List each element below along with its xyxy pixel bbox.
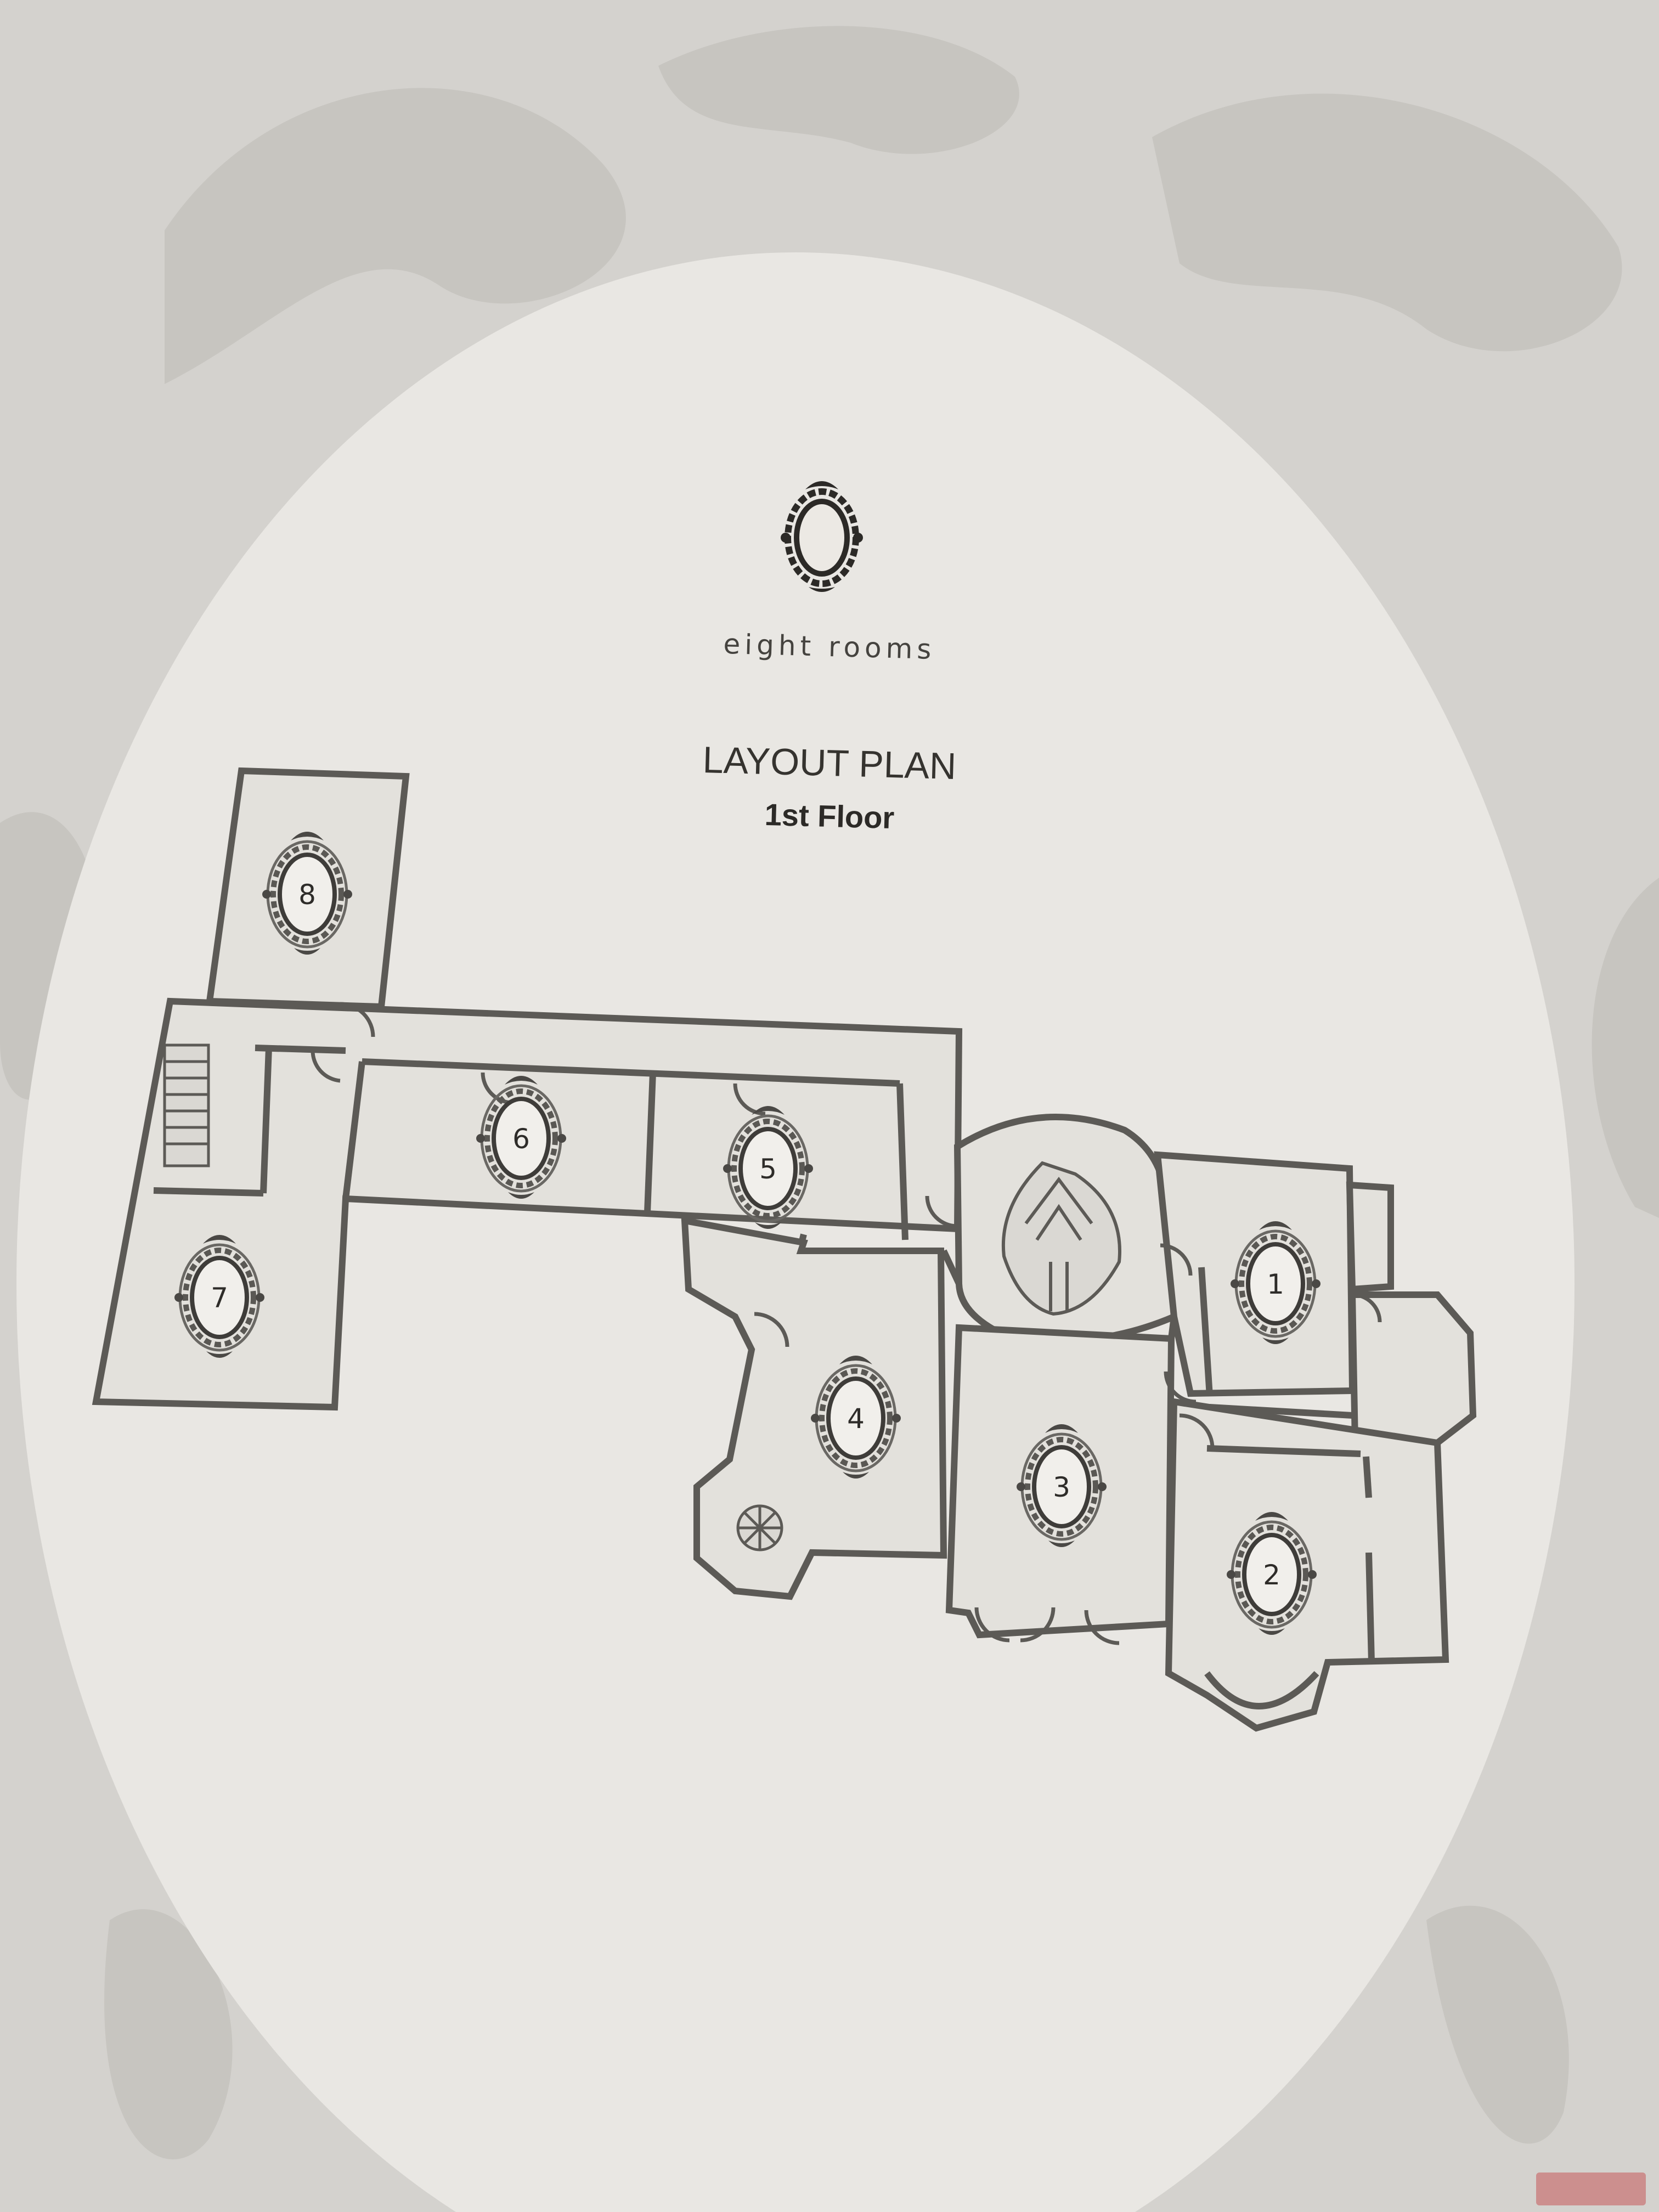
room-6-marker[interactable]: 6: [476, 1076, 566, 1199]
room-markers: 8 7 6 5 4 3 1 2: [174, 832, 1321, 1635]
staircase-icon: [163, 1043, 210, 1167]
room-4-marker[interactable]: 4: [811, 1356, 901, 1479]
room-5-number: 5: [759, 1153, 777, 1185]
room-2-number: 2: [1263, 1559, 1280, 1591]
ornate-mirror-frame-icon: [781, 481, 863, 592]
room-3-number: 3: [1053, 1471, 1070, 1503]
room-7-marker[interactable]: 7: [174, 1235, 264, 1358]
room-1-marker[interactable]: 1: [1231, 1221, 1321, 1344]
room-8-number: 8: [298, 879, 316, 911]
room-5-marker[interactable]: 5: [723, 1106, 813, 1229]
room-3-marker[interactable]: 3: [1017, 1424, 1107, 1547]
spiral-staircase-icon: [736, 1504, 783, 1551]
grand-staircase-icon: [1001, 1161, 1121, 1316]
room-6-number: 6: [512, 1123, 530, 1155]
door-swings: [311, 1002, 1382, 1645]
watermark: [1536, 2172, 1646, 2205]
plan-walls: [92, 767, 1477, 1732]
room-2-marker[interactable]: 2: [1227, 1512, 1317, 1635]
room-7-number: 7: [211, 1282, 228, 1314]
page-ellipse: [16, 252, 1575, 2212]
floor-plan: [92, 767, 1477, 1732]
background-pattern: [0, 26, 1659, 2160]
room-1-number: 1: [1267, 1268, 1284, 1300]
room-4-number: 4: [847, 1403, 865, 1435]
room-8-marker[interactable]: 8: [262, 832, 352, 955]
